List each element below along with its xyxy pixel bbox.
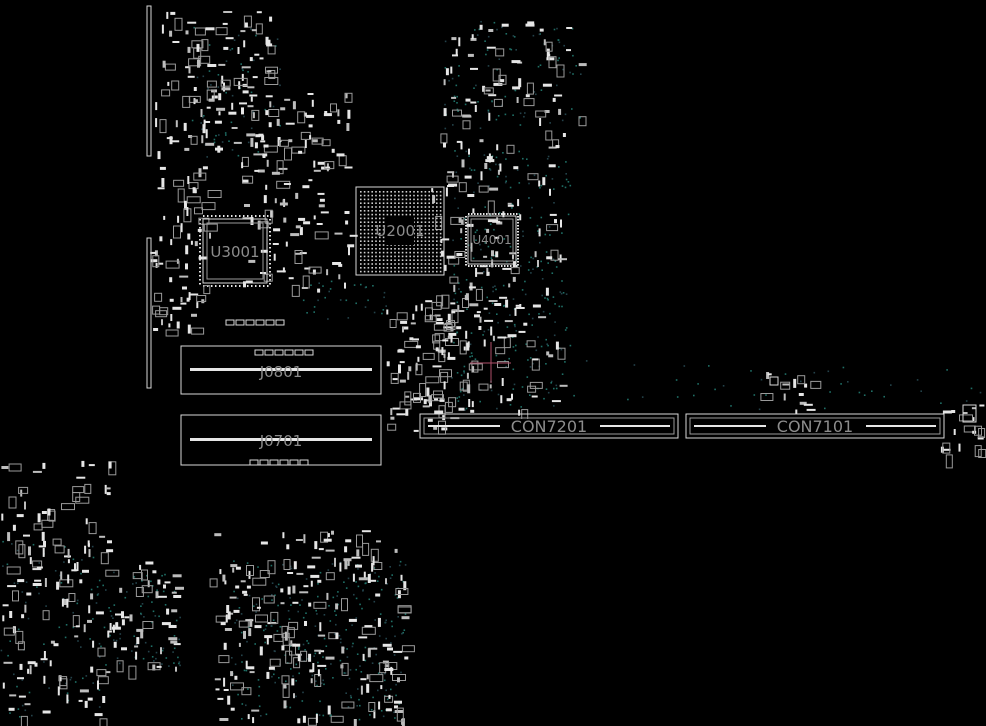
j0701-label: J0701 bbox=[259, 432, 303, 450]
con7201-outline bbox=[419, 413, 679, 439]
crosshair-cursor bbox=[470, 342, 511, 383]
u4001-outline bbox=[467, 215, 517, 265]
j0701-outline bbox=[180, 414, 382, 466]
con7201-label-gap bbox=[500, 419, 600, 433]
edge-connector-strip-bottom bbox=[146, 237, 152, 389]
component-u2001[interactable]: U2001 bbox=[355, 186, 445, 276]
small-part-near-con7101 bbox=[769, 376, 779, 386]
con7101-label: CON7101 bbox=[777, 417, 853, 436]
u2001-outline bbox=[355, 186, 445, 276]
component-u3001[interactable]: U3001 bbox=[202, 218, 268, 284]
u2001-die-center bbox=[386, 217, 414, 245]
j0701-pin-row bbox=[190, 438, 372, 441]
j0801-label: J0801 bbox=[259, 363, 303, 381]
u3001-outline bbox=[202, 218, 268, 284]
u2001-label: U2001 bbox=[375, 222, 424, 240]
component-j0801[interactable]: J0801 bbox=[180, 345, 382, 395]
component-con7101[interactable]: CON7101 bbox=[685, 413, 945, 439]
component-u4001[interactable]: U4001 bbox=[467, 215, 517, 265]
j0801-pin-row bbox=[190, 368, 372, 371]
u3001-body bbox=[206, 222, 264, 280]
con7201-label: CON7201 bbox=[511, 417, 587, 436]
u3001-label: U3001 bbox=[210, 243, 259, 261]
component-j0701[interactable]: J0701 bbox=[180, 414, 382, 466]
edge-part-right bbox=[962, 404, 977, 423]
con7201-inner bbox=[423, 417, 675, 435]
u4001-body bbox=[470, 218, 514, 262]
component-con7201[interactable]: CON7201 bbox=[419, 413, 679, 439]
con7101-label-gap bbox=[766, 419, 866, 433]
con7101-inner bbox=[689, 417, 941, 435]
u4001-label: U4001 bbox=[472, 233, 511, 247]
smd-pad-field bbox=[1, 11, 986, 726]
con7101-outline bbox=[685, 413, 945, 439]
edge-connector-strip-top bbox=[146, 5, 152, 157]
j0801-outline bbox=[180, 345, 382, 395]
